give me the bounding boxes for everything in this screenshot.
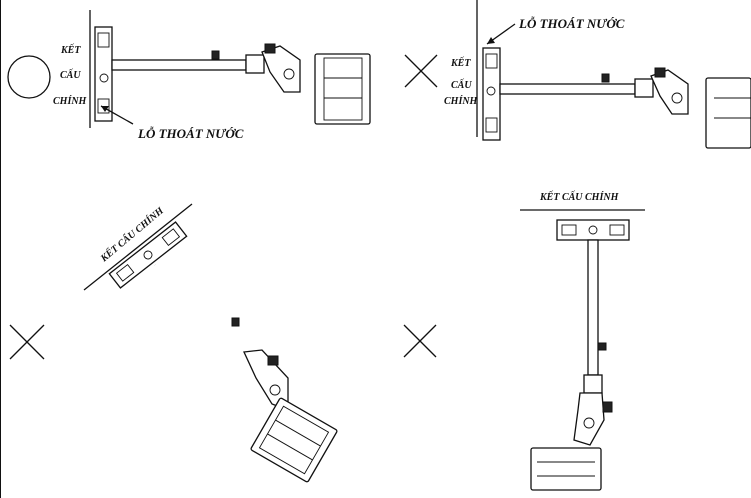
yoke-pivot — [269, 384, 281, 396]
mount-plate — [482, 47, 501, 141]
lamp-fin — [275, 419, 321, 447]
structure-line — [83, 203, 193, 291]
structure-label-line-2: CẤU — [451, 78, 472, 91]
plate-slot — [115, 263, 135, 282]
drain-hole-label: LỖ THOÁT NƯỚC — [518, 16, 625, 31]
arm-tube-fill — [152, 262, 247, 355]
yoke-knob — [264, 43, 276, 54]
lamp-body — [250, 397, 338, 483]
cross-stroke — [404, 54, 438, 88]
arm-tube — [499, 83, 636, 95]
yoke-knob — [602, 401, 613, 413]
cross-stroke — [403, 324, 437, 358]
structure-label-inline: KẾT CẤU CHÍNH — [539, 190, 620, 203]
structure-label-line-3: CHÍNH — [53, 95, 88, 107]
mount-plate-body — [108, 221, 188, 289]
yoke-pivot — [583, 417, 595, 429]
lamp-lens — [258, 405, 330, 475]
panel-2: KẾT CẤU CHÍNH LỖ THOÁT NƯỚC — [404, 0, 751, 149]
mount-plate — [556, 219, 630, 241]
arm-screw — [211, 50, 220, 60]
plate-slot — [485, 117, 498, 133]
yoke-pivot — [671, 92, 683, 104]
structure-label-line-2: CẤU — [60, 68, 81, 81]
lamp-fin — [267, 433, 313, 461]
panel-4: KẾT CẤU CHÍNH — [403, 190, 645, 491]
arm-joint — [634, 78, 654, 98]
arm-joint — [245, 54, 265, 74]
drain-hole-marker — [588, 225, 598, 235]
yoke-knob — [267, 355, 279, 366]
lamp-lens — [323, 57, 363, 121]
yoke-bracket — [573, 392, 605, 446]
drain-hole-marker — [486, 86, 496, 96]
plate-slot — [485, 53, 498, 69]
yoke-pivot — [283, 68, 295, 80]
yoke-knob — [654, 67, 666, 78]
arm-tube — [111, 59, 247, 71]
plate-slot — [97, 32, 110, 48]
structure-label-line-1: KẾT — [450, 56, 471, 69]
arm-screw — [601, 73, 610, 83]
plate-slot — [609, 224, 625, 236]
panel-3: KẾT CẤU CHÍNH — [9, 203, 338, 483]
drain-arrowhead — [101, 106, 109, 112]
lamp-head — [250, 397, 338, 483]
lamp-head — [530, 447, 602, 491]
correct-circle-mark — [7, 55, 51, 99]
drain-hole-marker — [143, 250, 153, 260]
panel-1: KẾT CẤU CHÍNH LỖ THOÁT NƯỚC — [7, 10, 371, 141]
arm-joint — [583, 374, 603, 394]
drain-hole-marker — [99, 73, 109, 83]
arm-screw — [597, 342, 607, 351]
structure-label-line-3: CHÍNH — [444, 95, 479, 107]
mount-plate — [108, 221, 188, 289]
plate-slot — [561, 224, 577, 236]
lamp-head — [705, 77, 751, 149]
drain-hole-label: LỖ THOÁT NƯỚC — [137, 126, 244, 141]
plate-slot — [161, 228, 181, 247]
drain-arrowhead — [487, 37, 495, 44]
yoke-bracket — [261, 45, 301, 93]
arm-tube — [587, 239, 599, 376]
lamp-head — [314, 53, 371, 125]
arm-screw — [231, 317, 240, 327]
cross-stroke — [9, 324, 45, 360]
structure-label-line-1: KẾT — [60, 43, 81, 56]
